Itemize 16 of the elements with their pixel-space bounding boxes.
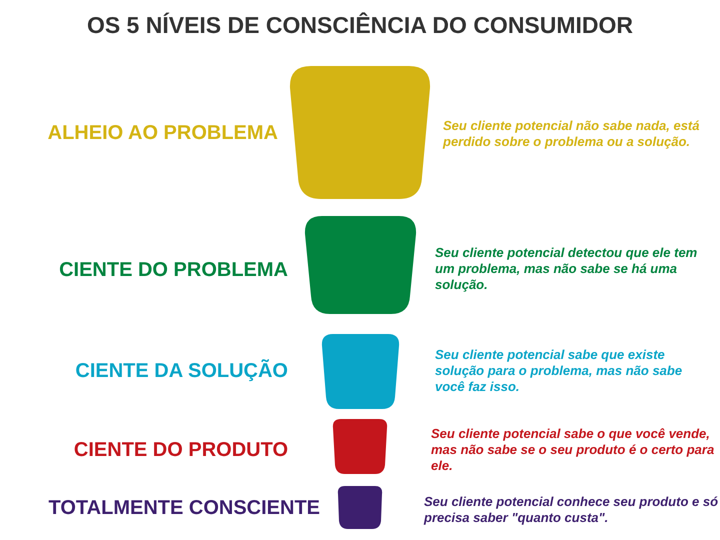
level-description: Seu cliente potencial conhece seu produto e só precisa saber "quanto custa". — [424, 494, 719, 526]
trapezoid-block — [303, 215, 418, 315]
trapezoid-block — [336, 485, 384, 530]
title: OS 5 NÍVEIS DE CONSCIÊNCIA DO CONSUMIDOR — [86, 11, 634, 40]
level-heading: CIENTE DA SOLUÇÃO — [74, 358, 288, 384]
level-description: Seu cliente potencial detectou que ele tem um problema, mas não sabe se há uma solução. — [435, 245, 698, 293]
level-heading: CIENTE DO PROBLEMA — [58, 258, 288, 283]
level-heading: CIENTE DO PRODUTO — [72, 438, 288, 463]
level-heading: ALHEIO AO PROBLEMA — [46, 121, 278, 146]
trapezoid-block — [320, 333, 401, 410]
trapezoid-block — [331, 418, 389, 475]
level-description: Seu cliente potencial sabe o que você vende, mas não sabe se o seu produto é o certo para ele. — [431, 426, 716, 474]
level-heading: TOTALMENTE CONSCIENTE — [48, 496, 320, 521]
trapezoid-block — [288, 65, 432, 200]
level-description: Seu cliente potencial sabe que existe solução para o problema, mas não sabe você faz isso. — [435, 347, 684, 395]
level-description: Seu cliente potencial não sabe nada, está perdido sobre o problema ou a solução. — [443, 118, 700, 150]
